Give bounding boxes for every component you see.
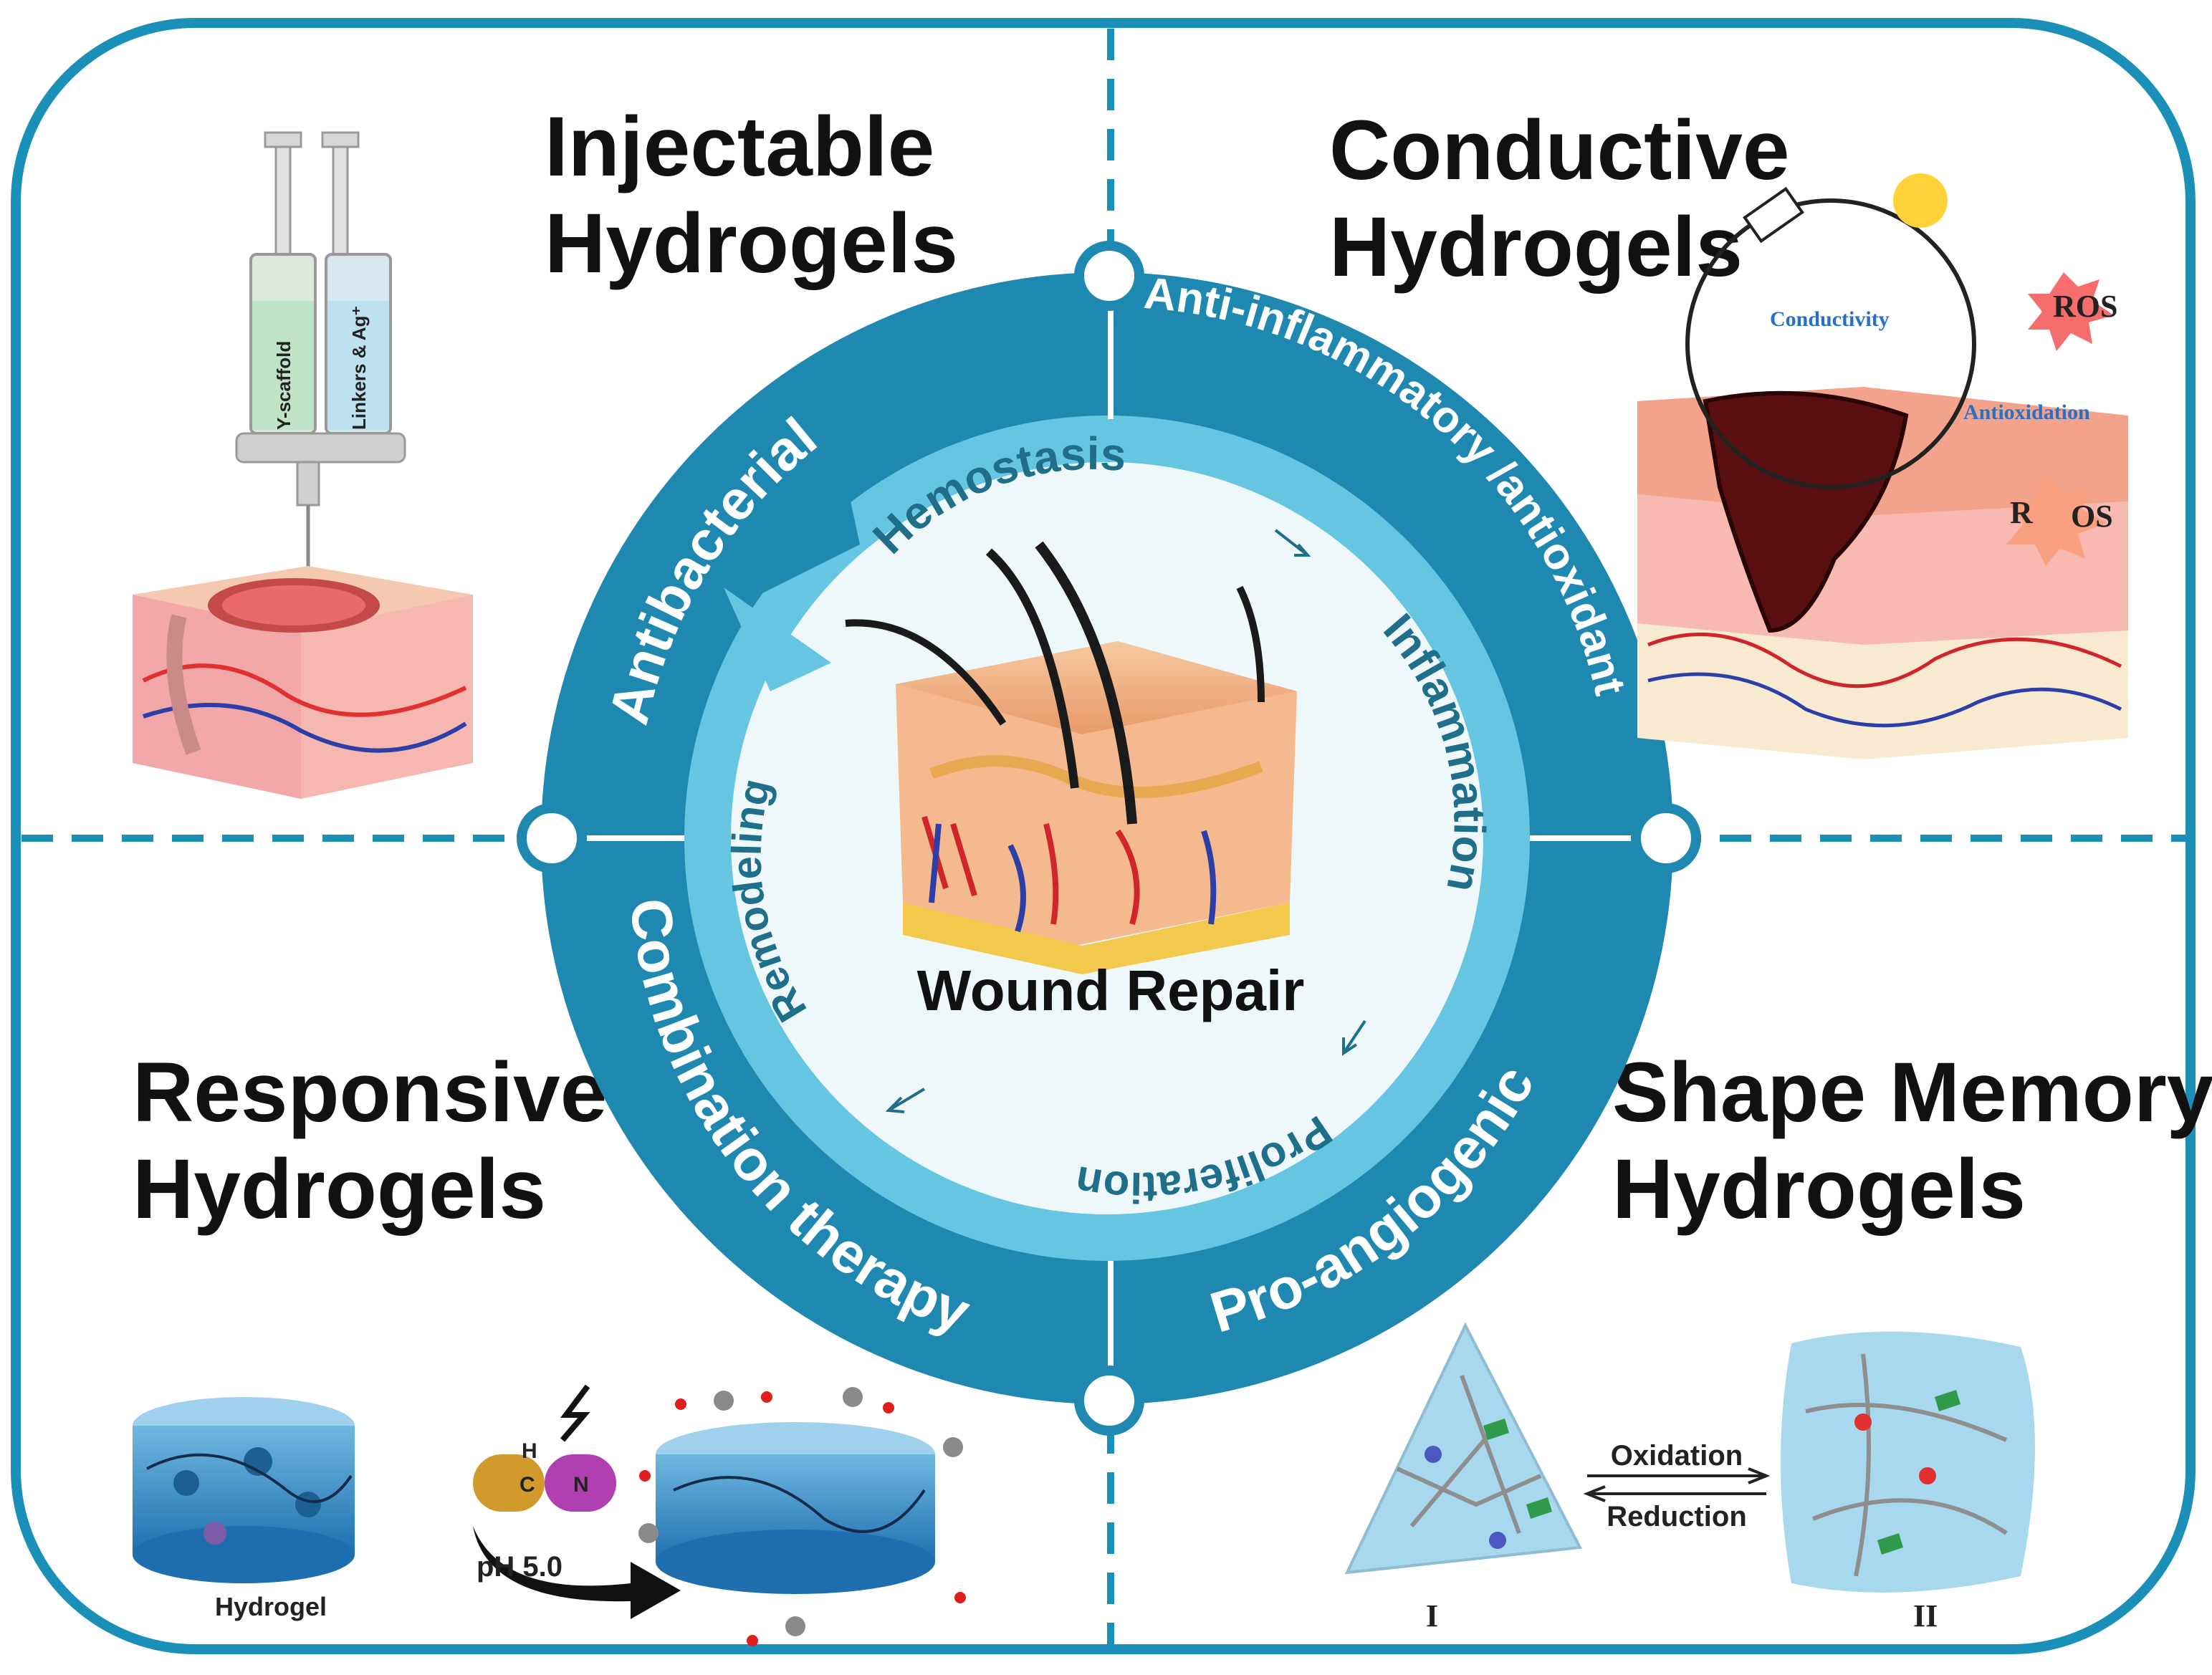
node-bottom (1074, 1366, 1144, 1436)
label-ros-fragment-r: R (2010, 495, 2034, 530)
node-right (1631, 803, 1701, 873)
shape-memory-figure (1344, 1322, 2035, 1593)
label-imine-c: C (520, 1473, 535, 1497)
label-ph: pH 5.0 (477, 1551, 562, 1583)
label-conductivity: Conductivity (1770, 307, 1890, 331)
label-imine-n: N (573, 1473, 589, 1497)
label-oxidation: Oxidation (1611, 1440, 1743, 1472)
syringe-label-right: Linkers & Ag⁺ (348, 306, 370, 430)
label-state-ii: II (1913, 1598, 1938, 1633)
label-reduction: Reduction (1607, 1501, 1747, 1532)
syringe-label-left: Y-scaffold (273, 341, 295, 430)
center-title: Wound Repair (917, 959, 1305, 1022)
label-antioxidation: Antioxidation (1963, 400, 2090, 424)
responsive-figure (133, 1384, 966, 1646)
node-left (517, 803, 587, 873)
stage-arrows (885, 529, 1366, 1113)
center-skin-illustration (845, 541, 1297, 974)
node-top (1074, 241, 1144, 311)
label-imine-h: H (522, 1439, 537, 1463)
label-hydrogel: Hydrogel (215, 1592, 327, 1621)
label-state-i: I (1426, 1598, 1438, 1633)
cycle-arrow-notch (745, 494, 860, 595)
conductive-figure (1637, 173, 2128, 759)
label-ros: ROS (2053, 289, 2117, 324)
cycle-arrow-head (724, 587, 831, 691)
injectable-figure (133, 131, 473, 799)
label-ros-fragment-os: OS (2071, 499, 2113, 534)
